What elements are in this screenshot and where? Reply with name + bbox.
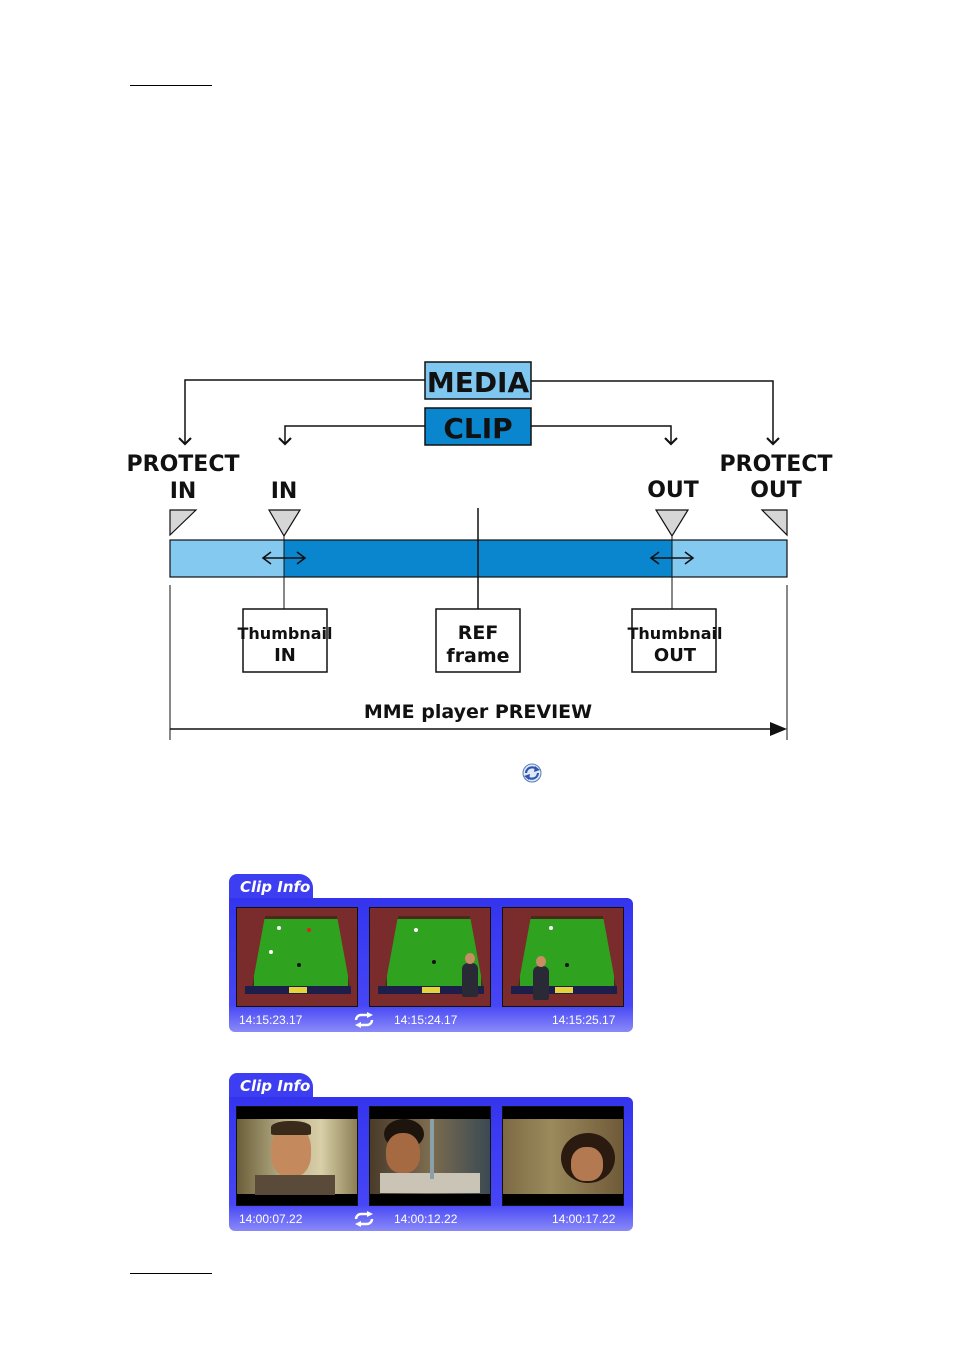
timecode-in: 14:00:07.22 [239,1212,302,1226]
clip-connector-right [531,426,671,444]
in-marker [269,510,300,536]
media-connector-right [531,381,773,444]
thumbnail-in-label-1: Thumbnail [238,624,333,643]
timecode-out: 14:00:17.22 [552,1212,615,1226]
thumbnail-out[interactable] [502,907,624,1007]
protect-in-marker [170,510,196,535]
protect-out-label-2: OUT [750,478,802,503]
protect-in-out-diagram: MEDIA CLIP PROTECT IN IN OUT PROTECT OUT… [0,0,954,800]
loop-icon [523,764,541,782]
clip-connector-left [285,426,425,444]
media-label: MEDIA [427,366,530,399]
timecode-ref: 14:00:12.22 [394,1212,457,1226]
clip-label: CLIP [443,412,512,445]
clip-info-tab[interactable]: Clip Info [229,874,313,900]
thumbnail-out[interactable] [502,1106,624,1206]
clip-info-tab[interactable]: Clip Info [229,1073,313,1099]
ref-frame-thumbnail[interactable] [369,907,491,1007]
ref-frame-label-2: frame [446,645,509,667]
protect-in-label-1: PROTECT [127,452,240,477]
thumbnail-out-label-1: Thumbnail [628,624,723,643]
ref-frame-thumbnail[interactable] [369,1106,491,1206]
out-marker [656,510,688,536]
thumbnail-out-label-2: OUT [654,645,697,666]
timecode-in: 14:15:23.17 [239,1013,302,1027]
out-label: OUT [647,478,699,503]
in-label: IN [271,479,298,504]
clip-info-body: 14:00:07.22 14:00:12.22 14:00:17.22 [229,1097,633,1231]
preview-arrowhead [770,722,787,736]
ref-frame-label-1: REF [458,622,499,644]
loop-icon[interactable] [353,1012,375,1028]
clip-info-panel-film: Clip Info 14:00:07.22 [229,1073,635,1233]
timecode-out: 14:15:25.17 [552,1013,615,1027]
media-connector-left [185,380,425,444]
thumbnail-in-label-2: IN [274,645,296,666]
preview-label: MME player PREVIEW [364,701,592,723]
footer-rule [130,1273,212,1274]
protect-in-label-2: IN [170,479,197,504]
clip-info-panel-snooker: Clip Info 14:15:23.17 14:15:24 [229,874,635,1034]
timecode-ref: 14:15:24.17 [394,1013,457,1027]
protect-out-marker [762,510,787,535]
loop-icon[interactable] [353,1211,375,1227]
thumbnail-in[interactable] [236,1106,358,1206]
thumbnail-in[interactable] [236,907,358,1007]
clip-info-body: 14:15:23.17 14:15:24.17 14:15:25.17 [229,898,633,1032]
protect-out-label-1: PROTECT [720,452,833,477]
